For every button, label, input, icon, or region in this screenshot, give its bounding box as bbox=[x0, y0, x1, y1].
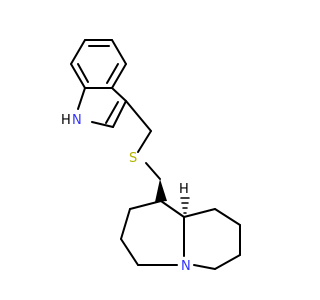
bond bbox=[91, 121, 114, 128]
bond bbox=[214, 254, 241, 270]
bond bbox=[77, 87, 86, 110]
bond bbox=[193, 264, 216, 270]
quinolizidine-left-ring bbox=[120, 200, 185, 266]
bond bbox=[70, 63, 86, 89]
bond bbox=[125, 100, 152, 132]
bond bbox=[120, 208, 131, 240]
sulfur-atom: S bbox=[129, 151, 137, 166]
stereo-hydrogen: H bbox=[179, 182, 189, 197]
background bbox=[0, 0, 300, 300]
bond bbox=[160, 200, 185, 218]
hashed-bond bbox=[180, 197, 190, 214]
thioether-chain bbox=[125, 100, 161, 180]
molecule-structure: H N S H N bbox=[0, 0, 300, 300]
bond bbox=[111, 39, 127, 65]
bond bbox=[70, 39, 86, 65]
bond bbox=[129, 200, 162, 210]
double-bond-inner bbox=[106, 63, 119, 84]
bond bbox=[111, 63, 127, 89]
indole-pyrrole-ring bbox=[77, 87, 127, 128]
bond bbox=[145, 162, 161, 180]
indole-nh-hydrogen: H bbox=[61, 113, 71, 128]
bond bbox=[112, 100, 127, 128]
double-bond-inner bbox=[77, 63, 89, 83]
bond bbox=[111, 87, 127, 102]
bond bbox=[137, 130, 152, 153]
molecule-canvas: H N S H N bbox=[0, 0, 300, 300]
bond bbox=[183, 208, 216, 218]
bond bbox=[214, 208, 241, 226]
indole-benzene-ring bbox=[70, 39, 127, 89]
indole-nitrogen: N bbox=[72, 113, 82, 128]
bridgehead-nitrogen: N bbox=[181, 259, 191, 274]
double-bond-inner bbox=[105, 101, 119, 124]
bond bbox=[120, 238, 139, 266]
quinolizidine-right-ring bbox=[183, 208, 241, 270]
wedge-bond bbox=[155, 179, 167, 202]
